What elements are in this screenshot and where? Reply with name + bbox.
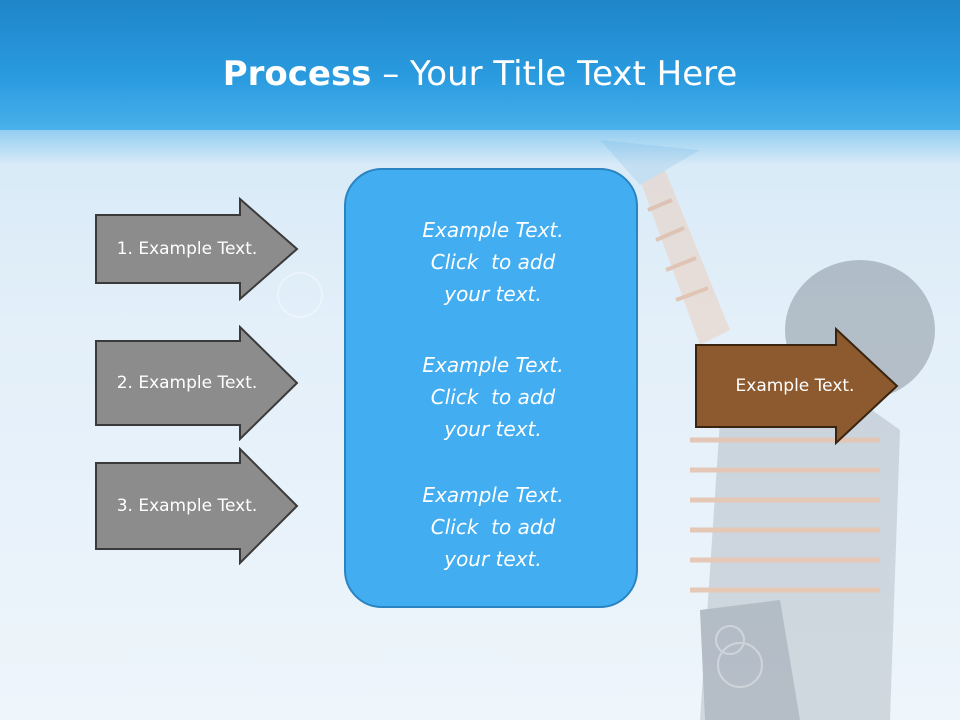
block-3-line-3: your text.	[444, 547, 542, 571]
title-rest: – Your Title Text Here	[371, 54, 738, 94]
center-text-box[interactable]: Example Text. Click to add your text. Ex…	[344, 168, 638, 608]
title-bar-fade	[0, 125, 960, 165]
center-text-block-1: Example Text. Click to add your text.	[346, 214, 640, 310]
block-1-line-3: your text.	[444, 282, 542, 306]
left-arrow-1-label: 1. Example Text.	[116, 239, 258, 259]
left-arrow-1[interactable]	[94, 197, 300, 301]
left-arrow-2-label: 2. Example Text.	[116, 373, 258, 393]
right-arrow-label: Example Text.	[735, 376, 855, 396]
block-1-line-1: Example Text.	[422, 218, 564, 242]
title-bold: Process	[222, 54, 372, 94]
block-2-line-2: Click to add	[430, 385, 556, 409]
block-3-line-1: Example Text.	[422, 483, 564, 507]
block-3-line-2: Click to add	[430, 515, 556, 539]
title-bar	[0, 0, 960, 130]
block-2-line-1: Example Text.	[422, 353, 564, 377]
block-2-line-3: your text.	[444, 417, 542, 441]
left-arrow-3[interactable]	[94, 447, 300, 565]
left-arrow-2[interactable]	[94, 325, 300, 441]
center-text-block-3: Example Text. Click to add your text.	[346, 479, 640, 575]
right-arrow[interactable]	[694, 327, 900, 445]
block-1-line-2: Click to add	[430, 250, 556, 274]
left-arrow-3-label: 3. Example Text.	[116, 496, 258, 516]
page-title[interactable]: Process – Your Title Text Here	[0, 52, 960, 96]
center-text-block-2: Example Text. Click to add your text.	[346, 349, 640, 445]
